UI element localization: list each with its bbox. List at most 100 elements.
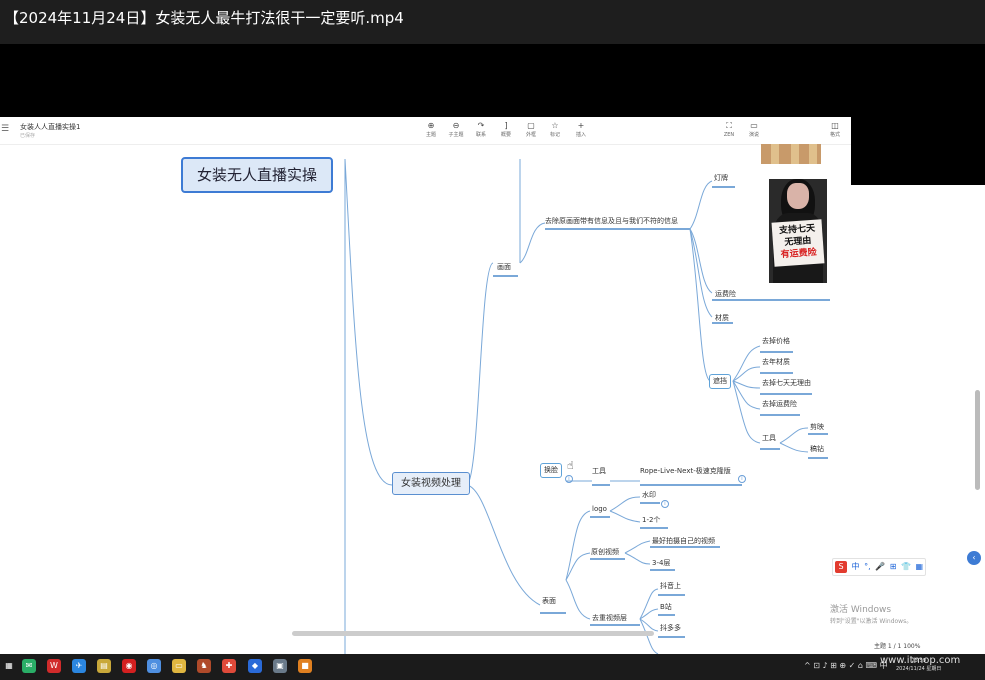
topic-three-four[interactable]: 3-4层 (652, 559, 671, 567)
document-title[interactable]: 女装人人直播实操1 (20, 123, 81, 131)
status-zoom: 主题 1 / 1 100% (874, 643, 921, 650)
netease-icon[interactable]: ◉ (122, 659, 136, 673)
activate-windows-notice: 激活 Windows 转到"设置"以激活 Windows。 (830, 604, 912, 628)
photo-sign-line3: 有运费险 (780, 247, 818, 261)
topic-remove-ship[interactable]: 去掉运费险 (762, 400, 797, 408)
mic-icon[interactable]: 🎤 (875, 562, 886, 571)
tool-zen[interactable]: ⛶ZEN (716, 121, 742, 139)
summary-icon: ] (504, 121, 508, 130)
canvas-right-extension (851, 185, 985, 654)
topic-logo[interactable]: logo (592, 505, 607, 513)
topic-original[interactable]: 原创视频 (591, 548, 619, 556)
game-icon[interactable]: ♞ (197, 659, 211, 673)
collapse-icon[interactable]: ‹ (967, 551, 981, 565)
photo-sign: 支持七天 无理由 有运费险 (771, 219, 825, 267)
clock-date: 2024/11/24 星期日 (896, 666, 942, 672)
add-subtheme-icon: ⊖ (452, 121, 460, 130)
topic-shipping[interactable]: 运费险 (715, 290, 736, 298)
taskbar: ▦ ✉ W ✈ ▤ ◉ ◎ ▭ ♞ ✚ ◆ ▣ ■ ^ ⊡ ♪ ⊞ ⊕ ✓ ⌂ … (0, 654, 985, 680)
frame-icon: ▢ (527, 121, 535, 130)
topic-mask[interactable]: 遮挡 (709, 374, 731, 389)
topic-count[interactable]: 1-2个 (642, 516, 661, 524)
topic-change-layer[interactable]: 去重视频层 (592, 614, 627, 622)
video-title-bar: 【2024年11月24日】女装无人最牛打法很干一定要听.mp4 (0, 0, 985, 44)
tool-present[interactable]: ▭演说 (741, 121, 767, 139)
vertical-scrollbar[interactable] (975, 390, 980, 490)
topic-douyin[interactable]: 抖音上 (660, 582, 681, 590)
topic-best[interactable]: 最好拍摄自己的视频 (652, 537, 715, 545)
folder-icon[interactable]: ▭ (172, 659, 186, 673)
black-region (851, 117, 975, 185)
skin-icon[interactable]: 👕 (900, 562, 911, 571)
app2-icon[interactable]: ▣ (273, 659, 287, 673)
tool-format[interactable]: ◫格式 (822, 121, 848, 139)
toolbox-icon[interactable]: ▦ (915, 562, 924, 571)
activate-title: 激活 Windows (830, 605, 892, 615)
tool-insert[interactable]: +插入 (568, 121, 594, 139)
topic-remove-price[interactable]: 去掉价格 (762, 337, 790, 345)
site-watermark: www.itmop.com (880, 655, 961, 666)
wps-icon[interactable]: W (47, 659, 61, 673)
tool-frame[interactable]: ▢外框 (518, 121, 544, 139)
product-image-thumbnail[interactable] (761, 144, 821, 164)
topic-tool-2[interactable]: 工具 (592, 467, 606, 475)
sogou-icon[interactable]: S (835, 561, 847, 573)
topic-transfer[interactable]: 换脸 (540, 463, 562, 478)
mark-icon: ☆ (551, 121, 559, 130)
keyboard-icon[interactable]: ⊞ (889, 562, 897, 571)
mindmap-canvas[interactable]: 女装无人直播实操 女装视频处理 画面 去除原画面带有信息及且与我们不符的信息 灯… (0, 145, 851, 654)
wechat-icon[interactable]: ✉ (22, 659, 36, 673)
note-icon[interactable]: ▤ (97, 659, 111, 673)
topic-watermark[interactable]: 水印 (642, 491, 656, 499)
topic-tool[interactable]: 工具 (762, 434, 776, 442)
topic-remove-seven[interactable]: 去掉七天无理由 (762, 379, 811, 387)
windows-icon[interactable]: ▦ (5, 661, 13, 670)
central-topic[interactable]: 女装无人直播实操 (181, 157, 334, 193)
tool-topic[interactable]: ⊕主题 (418, 121, 444, 139)
feishu-icon[interactable]: ✈ (72, 659, 86, 673)
ime-toolbar[interactable]: S 中 °, 🎤 ⊞ 👕 ▦ (832, 558, 926, 576)
app-icon[interactable]: ◆ (248, 659, 262, 673)
clock-time: 23:59 (911, 658, 926, 664)
topic-pdd[interactable]: 抖多多 (660, 624, 681, 632)
xmind-icon[interactable]: ✚ (222, 659, 236, 673)
present-icon: ▭ (750, 121, 758, 130)
info-icon[interactable]: i (738, 475, 746, 483)
connector-lines (344, 158, 830, 654)
link-icon: ↷ (477, 121, 485, 130)
insert-icon: + (577, 121, 585, 130)
topic-surface[interactable]: 表面 (542, 597, 556, 605)
topic-light[interactable]: 灯牌 (714, 174, 728, 182)
topic-rope[interactable]: Rope-Live-Next-极速克隆版 (640, 467, 731, 475)
topic-remove-year[interactable]: 去年材质 (762, 358, 790, 366)
tool-mark[interactable]: ☆标记 (542, 121, 568, 139)
topic-huamian[interactable]: 画面 (497, 263, 511, 271)
ime-item[interactable]: 中 (851, 562, 860, 571)
zen-icon: ⛶ (726, 121, 732, 130)
ime-item[interactable]: °, (864, 562, 871, 571)
horizontal-scrollbar[interactable] (292, 631, 654, 636)
document-status: 已保存 (20, 133, 36, 139)
video-title: 【2024年11月24日】女装无人最牛打法很干一定要听.mp4 (4, 9, 404, 27)
add-theme-icon: ⊕ (427, 121, 435, 130)
info-icon[interactable]: i (565, 475, 573, 483)
browser-icon[interactable]: ◎ (147, 659, 161, 673)
system-tray[interactable]: ^ ⊡ ♪ ⊞ ⊕ ✓ ⌂ ⌨ 中 (804, 661, 888, 670)
menu-icon[interactable]: ☰ (1, 124, 10, 134)
topic-jianying[interactable]: 剪映 (810, 423, 824, 431)
tool-subtopic[interactable]: ⊖子主题 (443, 121, 469, 139)
info-icon[interactable]: i (661, 500, 669, 508)
topic-bilibili[interactable]: B站 (660, 603, 672, 611)
topic-video-processing[interactable]: 女装视频处理 (392, 472, 470, 495)
photo-face (787, 183, 809, 209)
topic-xinghuo[interactable]: 稿钻 (810, 445, 824, 453)
tool-link[interactable]: ↷联系 (468, 121, 494, 139)
product-photo[interactable]: 支持七天 无理由 有运费险 (769, 179, 827, 283)
clock[interactable]: 23:59 2024/11/24 星期日 (896, 657, 941, 673)
topic-material[interactable]: 材质 (715, 314, 729, 322)
tool-summary[interactable]: ]概要 (493, 121, 519, 139)
mindmap-app: ☰ 女装人人直播实操1 已保存 ⊕主题 ⊖子主题 ↷联系 ]概要 ▢外框 ☆标记… (0, 117, 851, 654)
topic-remove-info[interactable]: 去除原画面带有信息及且与我们不符的信息 (545, 217, 678, 225)
app3-icon[interactable]: ■ (298, 659, 312, 673)
activate-subtitle: 转到"设置"以激活 Windows。 (830, 618, 913, 625)
